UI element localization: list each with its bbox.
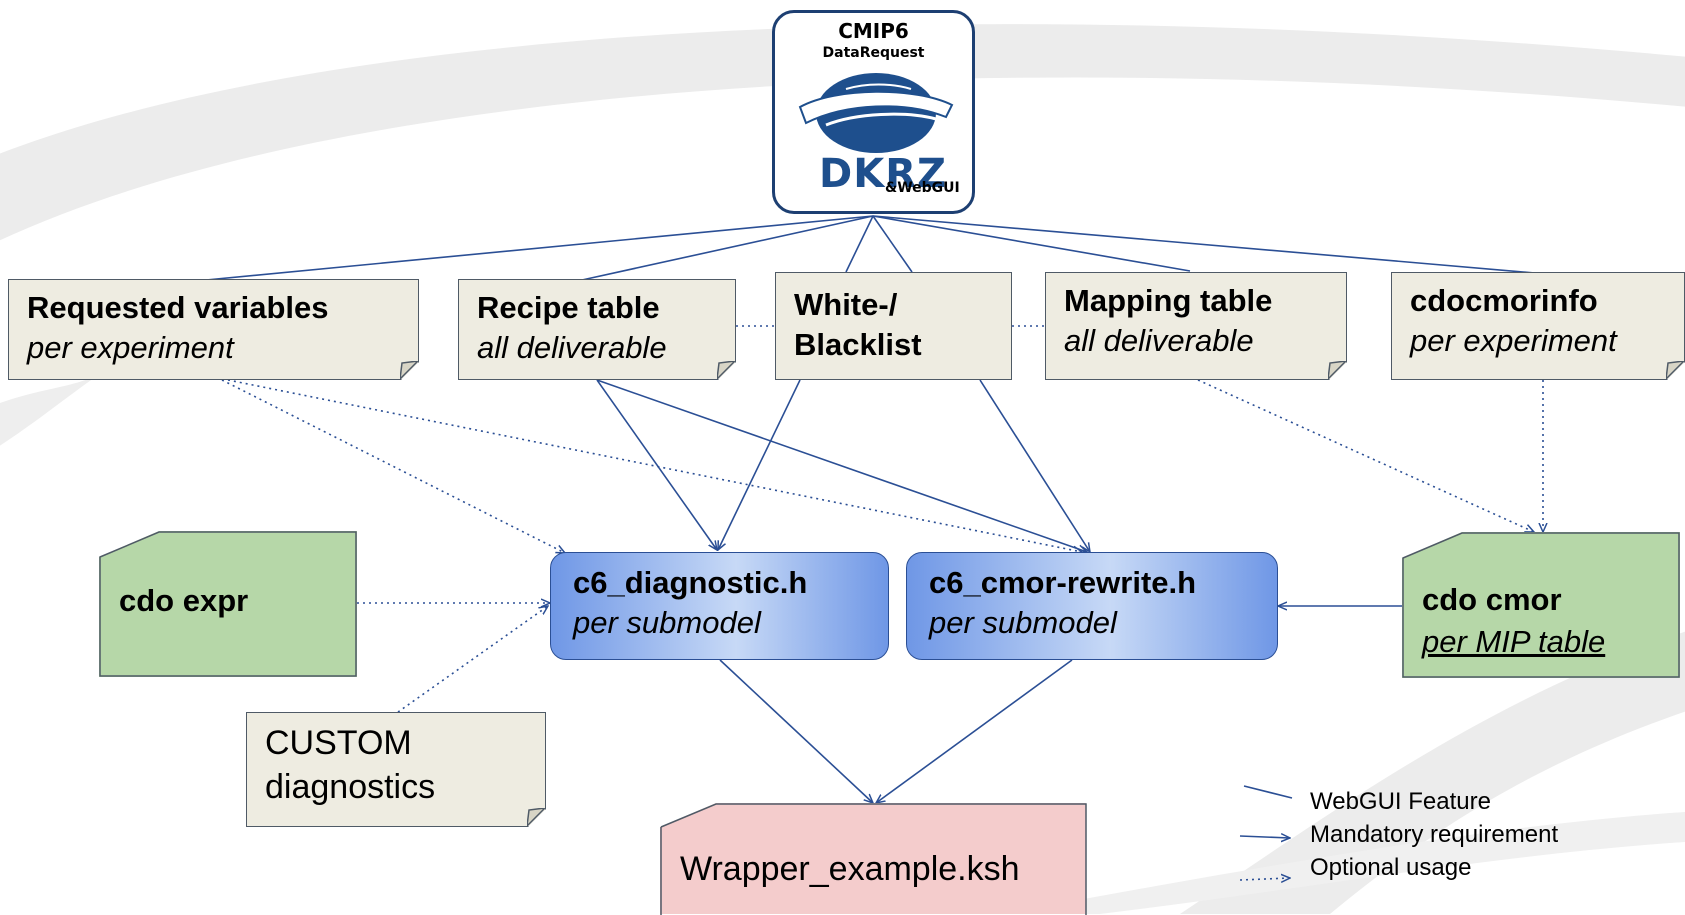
wrapper-node: Wrapper_example.ksh bbox=[660, 803, 1086, 914]
logo-globe-icon bbox=[798, 73, 954, 153]
recipe-table-sub: all deliverable bbox=[477, 330, 667, 365]
custom-diagnostics-node: CUSTOM diagnostics bbox=[246, 712, 546, 827]
legend-mandatory: Mandatory requirement bbox=[1310, 821, 1559, 848]
cdo-cmor-title: cdo cmor bbox=[1422, 582, 1562, 617]
requested-variables-node: Requested variables per experiment bbox=[8, 279, 419, 380]
white-blacklist-line2: Blacklist bbox=[794, 327, 922, 362]
edge-white-cmor bbox=[979, 379, 1090, 552]
legend-optional-symbol bbox=[1239, 878, 1290, 880]
edge-cmor-wrapper bbox=[876, 659, 1073, 803]
logo-datarequest: DataRequest bbox=[822, 45, 925, 61]
legend-webgui-symbol bbox=[1243, 785, 1293, 799]
edge-requested-diagnostic bbox=[221, 379, 565, 553]
legend-webgui: WebGUI Feature bbox=[1310, 788, 1491, 815]
c6-diagnostic-sub: per submodel bbox=[573, 605, 761, 640]
cdo-cmor-border bbox=[1402, 532, 1680, 678]
edge-recipe-diagnostic bbox=[596, 379, 717, 550]
page-fold-icon bbox=[1328, 361, 1346, 379]
cdocmorinfo-sub: per experiment bbox=[1410, 323, 1617, 358]
logo-dkrz: DKRZ bbox=[819, 151, 948, 197]
logo-cmip6: CMIP6 bbox=[838, 19, 909, 43]
edge-logo-recipe bbox=[581, 215, 874, 281]
recipe-table-node: Recipe table all deliverable bbox=[458, 279, 736, 380]
edge-requested-cmor bbox=[227, 379, 1082, 552]
page-fold-icon bbox=[400, 361, 418, 379]
cdo-expr-title: cdo expr bbox=[119, 583, 249, 618]
edge-mapping-cdocmor bbox=[1197, 379, 1534, 532]
c6-cmor-rewrite-node: c6_cmor-rewrite.h per submodel bbox=[906, 552, 1278, 660]
legend-optional: Optional usage bbox=[1310, 854, 1472, 881]
recipe-table-title: Recipe table bbox=[477, 290, 660, 325]
page-fold-icon bbox=[717, 361, 735, 379]
requested-variables-sub: per experiment bbox=[27, 330, 234, 365]
c6-cmor-rewrite-sub: per submodel bbox=[929, 605, 1117, 640]
white-blacklist-node: White-/ Blacklist bbox=[775, 272, 1012, 380]
mapping-table-node: Mapping table all deliverable bbox=[1045, 272, 1347, 380]
edge-diagnostic-wrapper bbox=[719, 659, 873, 803]
logo-webgui: &WebGUI bbox=[885, 180, 960, 196]
white-blacklist-line1: White-/ bbox=[794, 287, 898, 322]
cdocmorinfo-title: cdocmorinfo bbox=[1410, 283, 1598, 318]
custom-diagnostics-line1: CUSTOM bbox=[265, 724, 412, 762]
requested-variables-title: Requested variables bbox=[27, 290, 329, 325]
legend-mandatory-symbol bbox=[1239, 836, 1290, 838]
wrapper-title: Wrapper_example.ksh bbox=[680, 850, 1020, 888]
wrapper-border bbox=[660, 803, 1087, 915]
edge-logo-requested bbox=[174, 215, 874, 284]
edge-logo-cdocmorinfo bbox=[872, 215, 1536, 274]
mapping-table-title: Mapping table bbox=[1064, 283, 1273, 318]
mapping-table-sub: all deliverable bbox=[1064, 323, 1254, 358]
edge-logo-white-right bbox=[872, 215, 913, 273]
c6-cmor-rewrite-title: c6_cmor-rewrite.h bbox=[929, 565, 1197, 600]
custom-diagnostics-line2: diagnostics bbox=[265, 768, 436, 806]
cdo-cmor-node: cdo cmor per MIP table bbox=[1402, 532, 1680, 678]
dkrz-logo: CMIP6 DataRequest DKRZ &WebGUI bbox=[772, 10, 975, 214]
cdo-cmor-sub: per MIP table bbox=[1422, 624, 1606, 659]
edge-recipe-cmor bbox=[596, 379, 1087, 552]
page-fold-icon bbox=[527, 808, 545, 826]
edge-logo-mapping bbox=[872, 215, 1191, 272]
edge-logo-white-left bbox=[845, 215, 874, 273]
edge-custom-diagnostic bbox=[397, 606, 548, 713]
cdo-expr-node: cdo expr bbox=[99, 531, 357, 677]
cdocmorinfo-node: cdocmorinfo per experiment bbox=[1391, 272, 1685, 380]
c6-diagnostic-title: c6_diagnostic.h bbox=[573, 565, 808, 600]
edge-white-diagnostic bbox=[718, 379, 801, 550]
cdo-expr-border bbox=[99, 531, 357, 677]
page-fold-icon bbox=[1666, 361, 1684, 379]
c6-diagnostic-node: c6_diagnostic.h per submodel bbox=[550, 552, 889, 660]
